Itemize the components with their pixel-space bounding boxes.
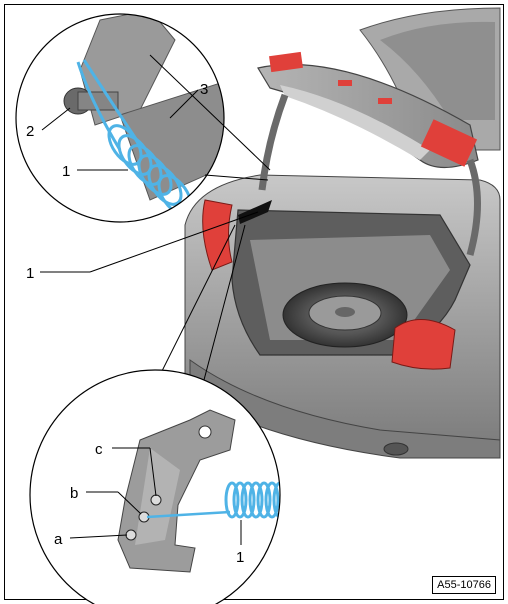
hole-a bbox=[125, 529, 137, 541]
leader-top-2 bbox=[41, 107, 71, 131]
leader-main-1-diag bbox=[89, 211, 259, 273]
lid-reflector-2 bbox=[378, 98, 392, 104]
leader-bottom-a bbox=[69, 534, 128, 539]
hinge-arm-right bbox=[466, 158, 481, 256]
hole-c bbox=[150, 494, 162, 506]
callout-main-1: 1 bbox=[26, 265, 34, 282]
callout-bottom-b: b bbox=[70, 485, 78, 502]
figure-id-label: A55-10766 bbox=[432, 576, 496, 594]
leader-bottom-c-down bbox=[149, 447, 157, 497]
callout-top-3: 3 bbox=[200, 81, 208, 98]
spring-location-marker bbox=[238, 200, 272, 224]
callout-top-1: 1 bbox=[62, 163, 70, 180]
top-detail-leader-2 bbox=[204, 174, 269, 181]
rear-window bbox=[380, 21, 495, 120]
exhaust-pipe bbox=[383, 442, 409, 456]
spring-coil-bottom bbox=[224, 481, 280, 519]
callout-bottom-1: 1 bbox=[236, 549, 244, 566]
top-detail-view: 3 2 1 bbox=[15, 13, 271, 223]
spring-wire-bottom bbox=[146, 510, 231, 519]
spring-coil-top bbox=[107, 124, 193, 216]
lid-reflector-1 bbox=[338, 80, 352, 86]
top-detail-leader-1 bbox=[149, 54, 271, 171]
callout-top-2: 2 bbox=[26, 123, 34, 140]
lid-red-light-left bbox=[269, 51, 303, 73]
bottom-detail-view: c b a 1 bbox=[29, 224, 281, 604]
tail-light-left bbox=[202, 199, 233, 271]
callout-bottom-a: a bbox=[54, 531, 63, 548]
tail-light-right bbox=[391, 319, 456, 370]
leader-bottom-b-diag bbox=[117, 491, 142, 515]
spring-wire bbox=[76, 61, 122, 151]
bottom-detail-leader-1 bbox=[149, 224, 236, 396]
figure-frame bbox=[4, 4, 504, 600]
lid-inner-panel bbox=[280, 85, 430, 160]
lid-red-light-right bbox=[420, 119, 478, 167]
bracket-hole-top bbox=[198, 425, 212, 439]
callout-bottom-c: c bbox=[95, 441, 103, 458]
wheel-hub bbox=[335, 307, 355, 317]
bottom-detail-leader-2 bbox=[199, 224, 246, 396]
leader-top-3 bbox=[169, 89, 199, 119]
main-callout-1-group: 1 bbox=[26, 211, 259, 282]
car-illustration bbox=[184, 7, 501, 459]
